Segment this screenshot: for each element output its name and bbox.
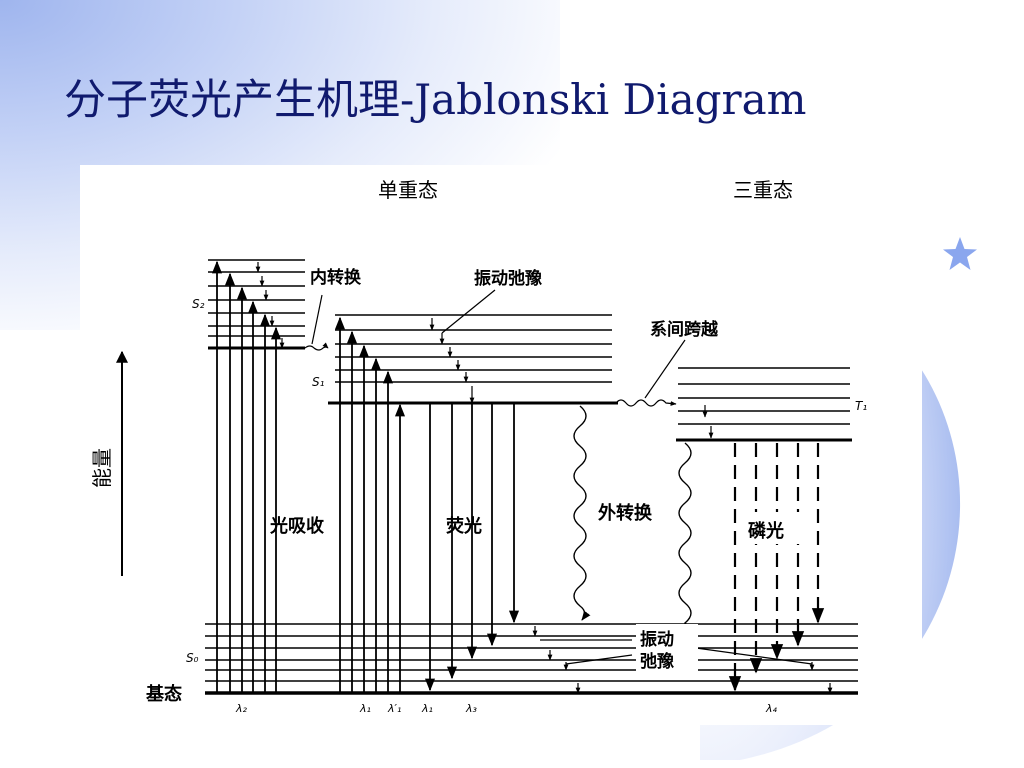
label-vib-relax-s0-line1: 振动 [640,629,674,650]
vib-relax-s1 [429,318,475,404]
star-icon [943,237,977,270]
absorption-arrows-s2 [211,260,282,693]
s0-relax-pointer-right [695,647,813,665]
state-label-s1: S₁ [312,375,325,389]
wavelength-l3: λ₃ [465,702,478,715]
energy-axis-label: 能量 [90,448,114,488]
state-label-t1: T₁ [855,399,867,413]
triplet-header: 三重态 [733,178,793,202]
wavelength-labels: λ₂ λ₁ λ′₁ λ₁ λ₃ λ₄ [235,702,778,715]
wavelength-l2: λ₂ [235,702,248,715]
external-conversion-wave-s1 [573,405,591,621]
label-external-conversion: 外转换 [598,502,653,524]
internal-conversion-wave [304,342,329,351]
internal-conversion-pointer [311,294,323,345]
label-phosphorescence: 磷光 [748,520,784,542]
s0-relax-pointer-left2 [565,654,633,665]
wavelength-l1p: λ′₁ [387,702,401,715]
external-conversion-wave-t1 [678,442,696,638]
state-label-s2: S₂ [192,297,205,311]
wavelength-lf: λ₁ [421,702,433,715]
s0-levels [205,623,858,695]
singlet-header: 单重态 [378,178,438,202]
state-label-s0: S₀ [186,651,199,665]
intersystem-crossing-wave [615,399,677,407]
phosphorescence-arrows [728,443,825,692]
label-intersystem-crossing: 系间跨越 [650,319,719,340]
label-absorption: 光吸收 [269,515,324,537]
wavelength-l1: λ₁ [359,702,371,715]
vib-relax-pointer [441,289,496,334]
s2-levels [208,259,305,350]
label-fluorescence: 荧光 [446,515,482,537]
label-vib-relax-s0-line2: 弛豫 [640,651,674,672]
label-vibrational-relaxation: 振动弛豫 [474,268,542,289]
page-title: 分子荧光产生机理-Jablonski Diagram [64,75,807,124]
diagram-panel [80,165,922,725]
vib-relax-s2 [255,262,285,349]
absorption-arrows-s1 [334,316,406,693]
vib-relax-s0 [532,626,833,694]
ground-state-label: 基态 [145,683,182,705]
label-internal-conversion: 内转换 [310,267,362,288]
wavelength-l4: λ₄ [765,702,778,715]
vib-relax-t1 [702,405,714,439]
s1-levels [328,314,618,405]
t1-levels [676,367,852,442]
fluorescence-arrows [424,403,520,692]
intersystem-crossing-pointer [644,339,686,399]
